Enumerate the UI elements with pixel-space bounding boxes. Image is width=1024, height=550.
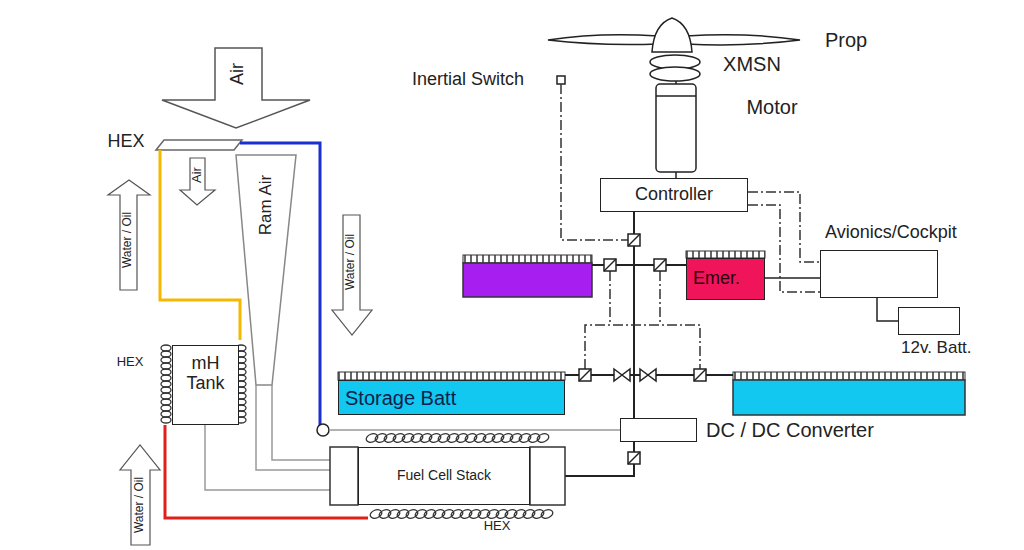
coolant-line bbox=[240, 143, 320, 430]
node-label: Emer. bbox=[687, 269, 746, 289]
part-label: Prop bbox=[825, 29, 867, 51]
ram-air-duct bbox=[236, 155, 296, 385]
node-label: Fuel Cell Stack bbox=[391, 468, 497, 483]
fuel-cell-endcap bbox=[330, 447, 358, 505]
part-label: HEX bbox=[484, 519, 511, 533]
node-label: Avionics/Cockpit bbox=[825, 223, 957, 243]
node-label: Storage Batt bbox=[339, 387, 462, 409]
part-label: Inertial Switch bbox=[412, 70, 524, 90]
emergency-battery: Emer. bbox=[686, 258, 765, 300]
heat-exchanger-coil bbox=[161, 345, 554, 520]
part-label: Water / Oil bbox=[133, 477, 146, 533]
wire-connector bbox=[765, 277, 820, 279]
battery-terminals bbox=[686, 251, 765, 258]
transmission bbox=[650, 55, 700, 81]
battery-terminals bbox=[463, 255, 592, 263]
part-label: HEX bbox=[107, 132, 144, 152]
battery-terminals bbox=[733, 372, 965, 380]
part-label: Ram Air bbox=[257, 175, 276, 235]
node-label: Controller bbox=[629, 185, 719, 205]
part-label: Air bbox=[228, 63, 248, 85]
storage-battery: Storage Batt bbox=[338, 380, 565, 415]
inertial-switch bbox=[557, 76, 628, 240]
coolant-line bbox=[165, 425, 368, 518]
pump-wire bbox=[329, 429, 620, 431]
aux-battery: 12v. Batt. bbox=[898, 307, 960, 335]
battery-terminals bbox=[338, 372, 565, 380]
part-label: Water / Oil bbox=[344, 234, 357, 290]
node-label: mH Tank bbox=[173, 346, 238, 394]
flow-arrow bbox=[108, 180, 150, 290]
part-label: Water / Oil bbox=[121, 212, 134, 268]
fuel-cell-stack: Fuel Cell Stack bbox=[358, 447, 530, 505]
node-label: DC / DC Converter bbox=[706, 419, 874, 441]
propeller bbox=[548, 18, 800, 52]
part-label: XMSN bbox=[723, 53, 781, 75]
wire-connector bbox=[877, 298, 898, 321]
node-label: 12v. Batt. bbox=[901, 339, 972, 358]
air-arrow bbox=[162, 48, 310, 128]
flow-arrow bbox=[332, 215, 372, 335]
valve-symbol bbox=[614, 369, 656, 381]
motor bbox=[656, 81, 696, 178]
pump bbox=[317, 424, 329, 436]
air-arrow bbox=[180, 158, 215, 205]
avionics-box: Avionics/Cockpit bbox=[820, 250, 938, 298]
flow-arrow bbox=[120, 445, 160, 545]
dc-dc-converter: DC / DC Converter bbox=[620, 418, 697, 442]
fuel-cell-endcap bbox=[530, 447, 565, 505]
coolant-line bbox=[160, 150, 240, 340]
battery bbox=[733, 380, 965, 415]
control-line bbox=[585, 205, 820, 369]
part-label: HEX bbox=[117, 355, 144, 369]
part-label: Air bbox=[190, 167, 204, 183]
battery bbox=[463, 263, 592, 297]
hydride-tank: mH Tank bbox=[172, 345, 239, 425]
controller-box: Controller bbox=[600, 178, 748, 212]
part-label: Motor bbox=[746, 96, 797, 118]
heat-exchanger bbox=[156, 140, 242, 150]
